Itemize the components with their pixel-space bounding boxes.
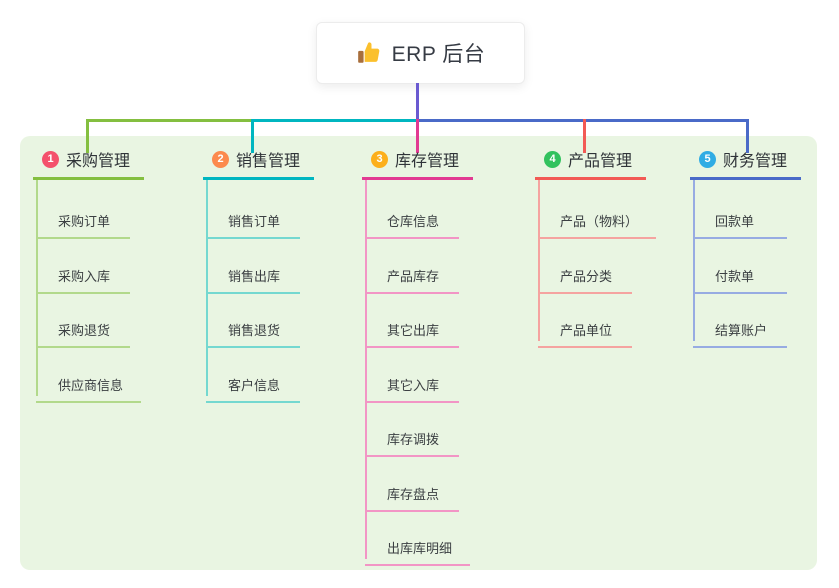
branch-label-text: 库存管理 bbox=[395, 153, 460, 170]
leaf-node[interactable]: 销售出库 bbox=[206, 256, 300, 294]
branch-drop-line bbox=[251, 119, 254, 153]
leaf-node[interactable]: 结算账户 bbox=[693, 310, 787, 348]
root-connector-line bbox=[416, 83, 419, 122]
branch-node-5[interactable]: 5 财务管理 bbox=[690, 148, 802, 180]
subtree-vertical-line bbox=[365, 180, 367, 559]
leaf-node[interactable]: 库存调拨 bbox=[365, 419, 459, 457]
leaf-node[interactable]: 其它出库 bbox=[365, 310, 459, 348]
branch-number-badge: 5 bbox=[699, 150, 716, 168]
leaf-node[interactable]: 销售订单 bbox=[206, 201, 300, 239]
branch-node-2[interactable]: 2 销售管理 bbox=[203, 148, 315, 180]
branch-bus-segment bbox=[416, 119, 749, 122]
leaf-node[interactable]: 库存盘点 bbox=[365, 474, 459, 512]
root-node[interactable]: ERP 后台 bbox=[316, 22, 525, 84]
leaf-node[interactable]: 销售退货 bbox=[206, 310, 300, 348]
leaf-node[interactable]: 产品分类 bbox=[538, 256, 632, 294]
branch-number-badge: 2 bbox=[212, 150, 229, 168]
mindmap-panel bbox=[20, 136, 817, 570]
branch-label-text: 销售管理 bbox=[236, 153, 301, 170]
leaf-node[interactable]: 出库库明细 bbox=[365, 528, 471, 566]
branch-bus-segment bbox=[86, 119, 251, 122]
subtree-vertical-line bbox=[36, 180, 38, 396]
root-label: ERP 后台 bbox=[391, 43, 486, 66]
leaf-node[interactable]: 产品（物料） bbox=[538, 201, 657, 239]
leaf-node[interactable]: 采购订单 bbox=[36, 201, 130, 239]
branch-drop-line bbox=[583, 119, 586, 153]
branch-bus-segment bbox=[251, 119, 416, 122]
leaf-node[interactable]: 产品库存 bbox=[365, 256, 459, 294]
branch-node-1[interactable]: 1 采购管理 bbox=[33, 148, 145, 180]
leaf-node[interactable]: 采购入库 bbox=[36, 256, 130, 294]
leaf-node[interactable]: 采购退货 bbox=[36, 310, 130, 348]
branch-drop-line bbox=[746, 119, 749, 153]
branch-label-text: 财务管理 bbox=[723, 153, 788, 170]
branch-number-badge: 1 bbox=[42, 150, 59, 168]
leaf-node[interactable]: 产品单位 bbox=[538, 310, 632, 348]
branch-drop-line bbox=[416, 119, 419, 153]
subtree-vertical-line bbox=[693, 180, 695, 341]
thumbs-up-icon bbox=[356, 40, 382, 66]
branch-drop-line bbox=[86, 119, 89, 153]
branch-node-4[interactable]: 4 产品管理 bbox=[535, 148, 647, 180]
leaf-node[interactable]: 仓库信息 bbox=[365, 201, 459, 239]
subtree-vertical-line bbox=[206, 180, 208, 396]
branch-label-text: 产品管理 bbox=[568, 153, 633, 170]
branch-node-3[interactable]: 3 库存管理 bbox=[362, 148, 474, 180]
leaf-node[interactable]: 客户信息 bbox=[206, 365, 300, 403]
leaf-node[interactable]: 回款单 bbox=[693, 201, 787, 239]
subtree-vertical-line bbox=[538, 180, 540, 341]
leaf-node[interactable]: 付款单 bbox=[693, 256, 787, 294]
branch-number-badge: 3 bbox=[371, 150, 388, 168]
leaf-node[interactable]: 其它入库 bbox=[365, 365, 459, 403]
leaf-node[interactable]: 供应商信息 bbox=[36, 365, 142, 403]
branch-number-badge: 4 bbox=[544, 150, 561, 168]
branch-label-text: 采购管理 bbox=[66, 153, 131, 170]
